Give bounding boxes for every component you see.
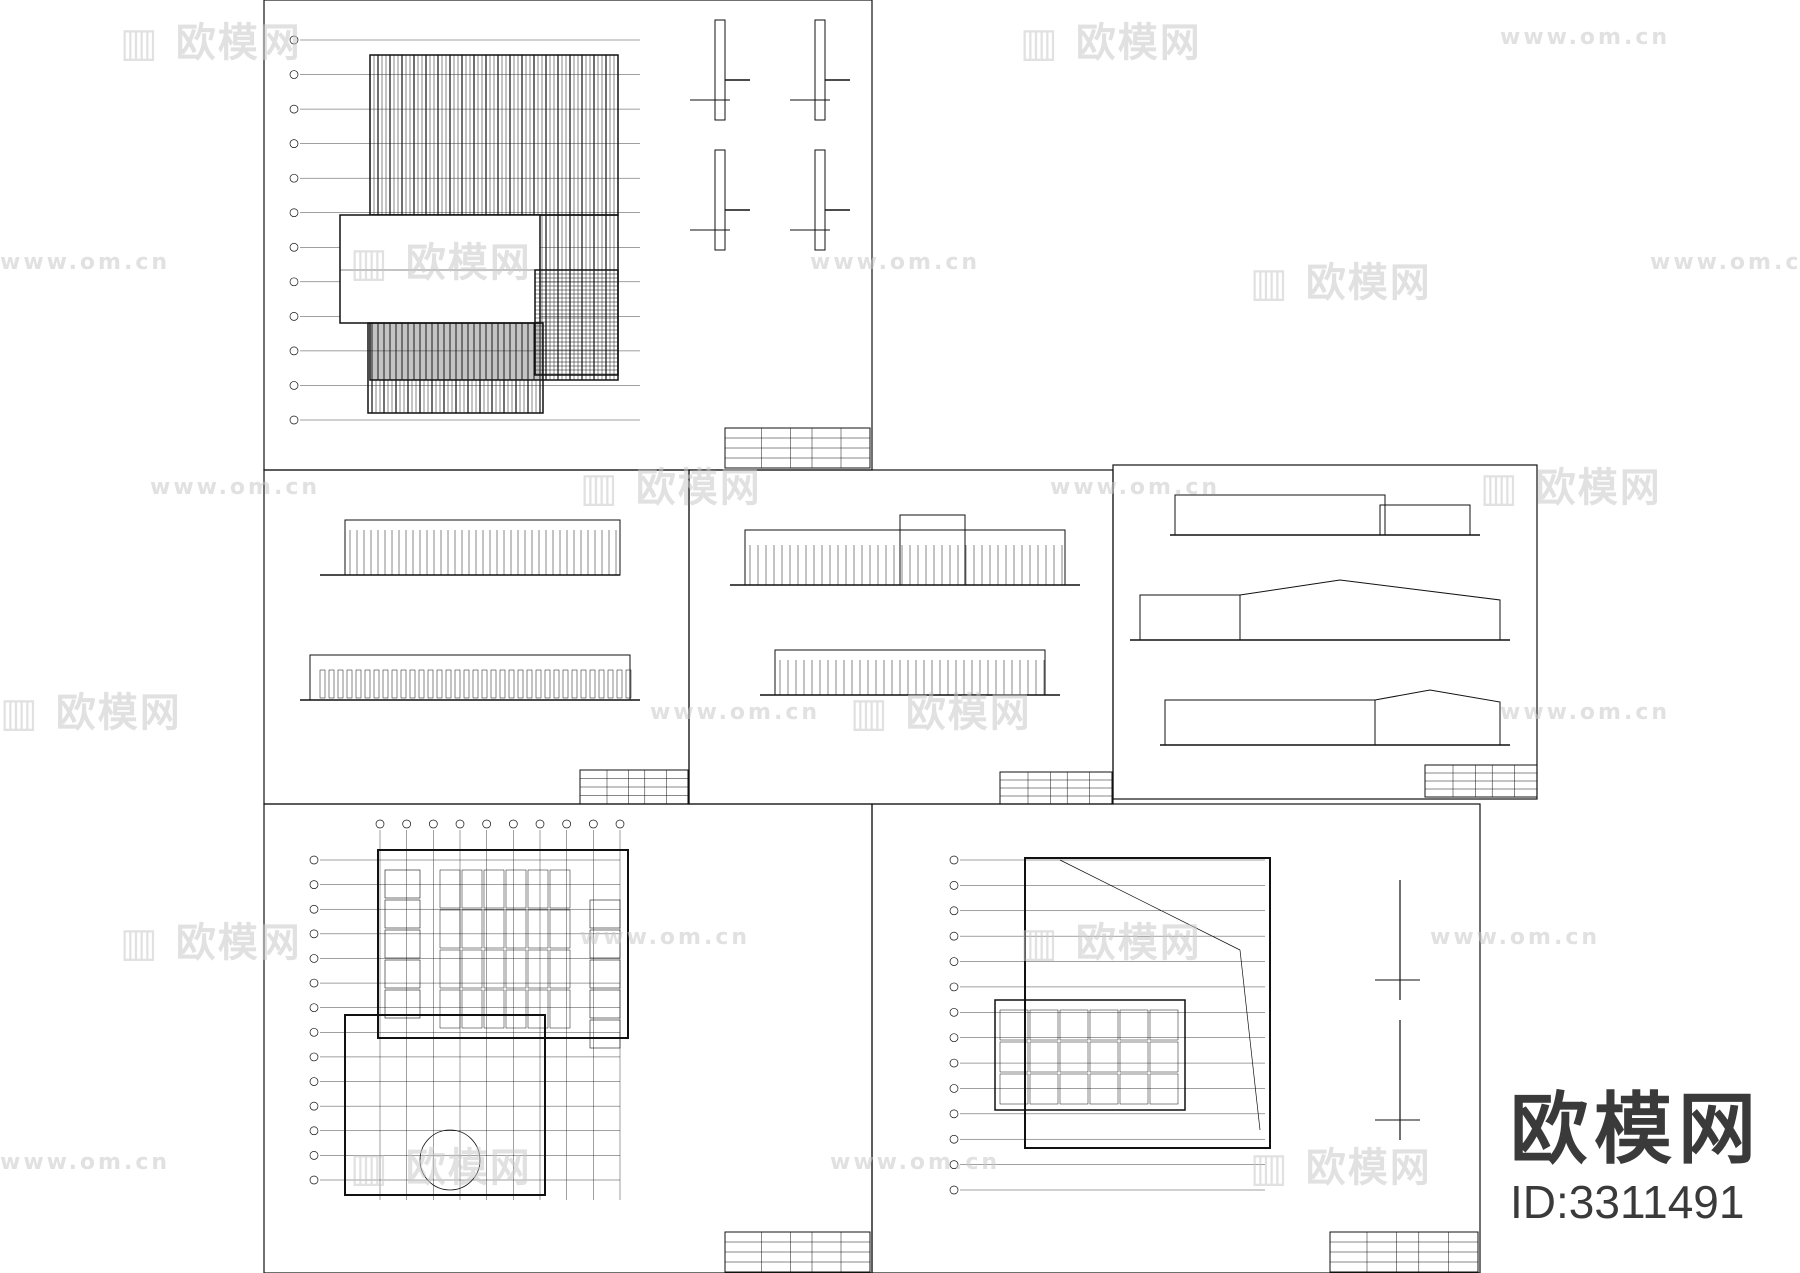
brand-logo: 欧模网 ID:3311491 (1510, 1085, 1762, 1229)
sheet-floor-plan-1 (263, 803, 873, 1273)
model-id: ID:3311491 (1510, 1176, 1745, 1228)
sheet-floor-plan-2 (871, 803, 1481, 1273)
sheet-sections (1112, 464, 1538, 800)
sheet-elevations-b (688, 469, 1114, 805)
sheet-roof-plan (263, 0, 873, 471)
brand-name: 欧模网 (1510, 1085, 1763, 1175)
sheet-elevations-a (263, 469, 690, 805)
